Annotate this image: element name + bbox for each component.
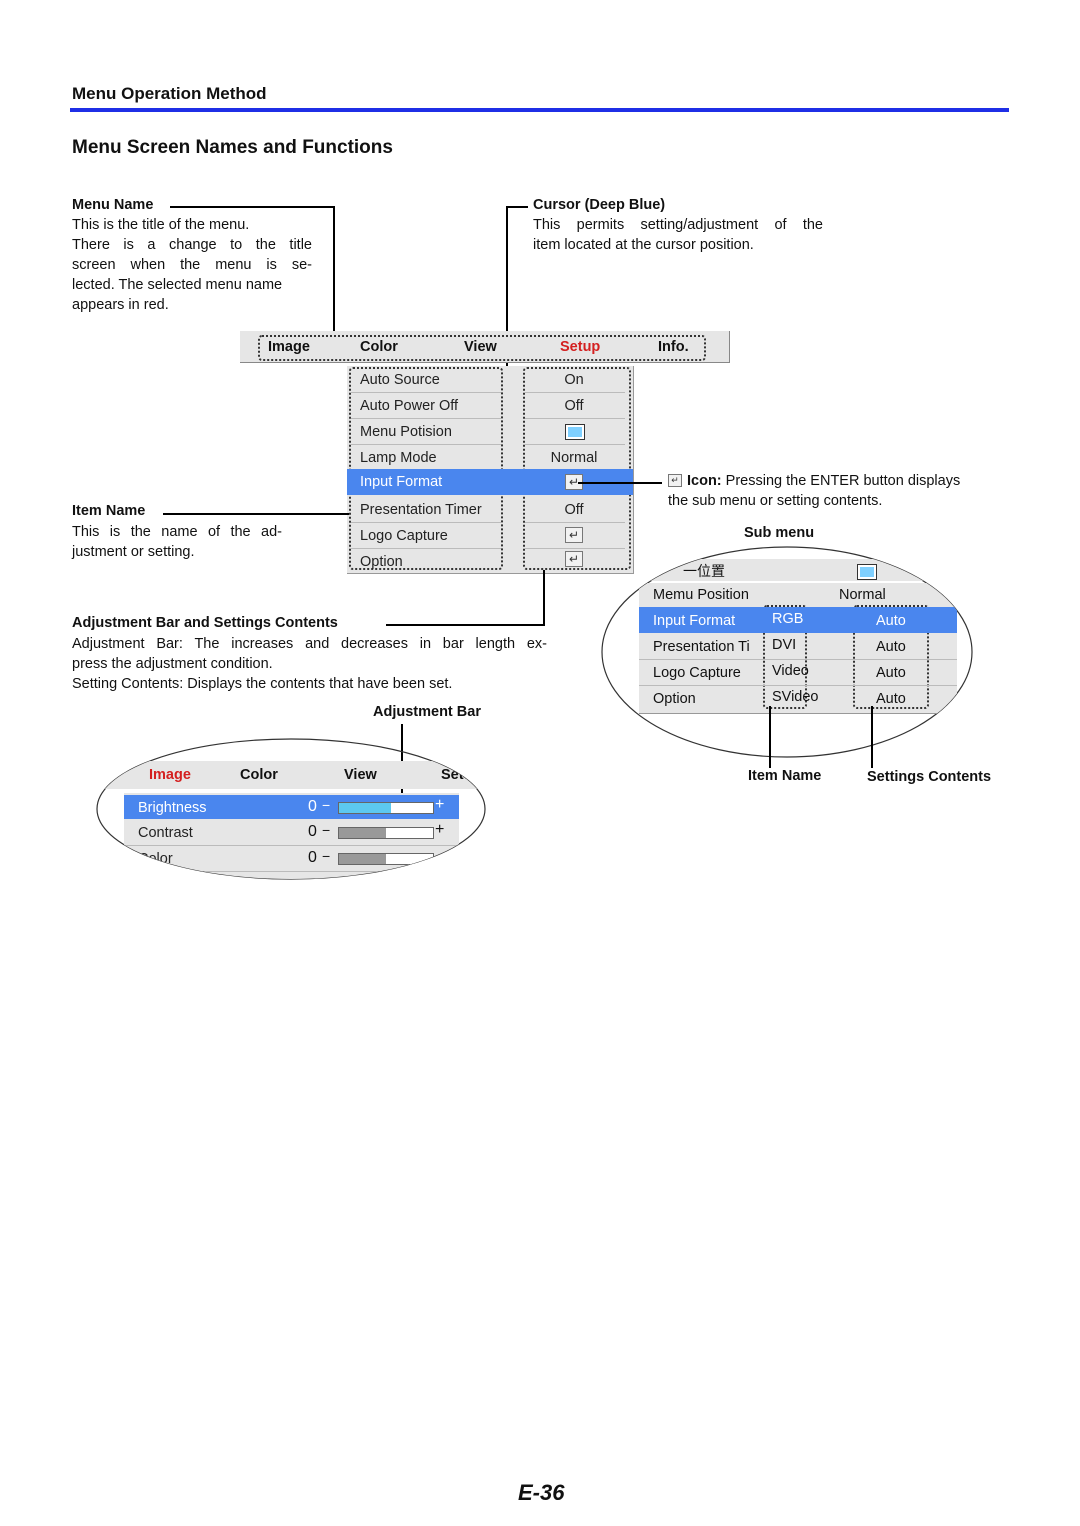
tab-image[interactable]: Image xyxy=(149,767,191,783)
tab-view[interactable]: View xyxy=(464,339,497,355)
cursor-leader xyxy=(506,206,528,208)
adjustment-label: Adjustment Bar and Settings Contents xyxy=(72,615,338,631)
brightness-value: 0 xyxy=(308,798,317,815)
brightness-label: Brightness xyxy=(138,800,207,816)
tab-view[interactable]: View xyxy=(344,767,377,783)
adjustment-zoom-ellipse: Image Color View Setu Brightness 0 − + C… xyxy=(96,738,486,880)
sub-row-value: Auto xyxy=(876,639,906,655)
sub-row-logo-capture[interactable]: Logo Capture Video Auto xyxy=(639,659,957,686)
adjustment-bar-label: Adjustment Bar xyxy=(373,704,481,720)
adjustment-leader xyxy=(386,624,545,626)
page-title: Menu Screen Names and Functions xyxy=(72,137,393,158)
menu-row-logo-capture[interactable]: Logo Capture↵ xyxy=(347,523,633,549)
tab-color[interactable]: Color xyxy=(240,767,278,783)
value-column-frame xyxy=(523,367,631,570)
sub-item-name-leader xyxy=(769,706,771,768)
contrast-row[interactable]: Contrast 0 − + xyxy=(124,821,459,846)
plus-icon[interactable]: + xyxy=(435,821,445,838)
zoom-ellipse-outline xyxy=(96,738,486,880)
sub-row-memu-position[interactable]: Memu Position Normal xyxy=(639,583,957,608)
menu-row-menu-position[interactable]: Menu Potision xyxy=(347,419,633,445)
sub-row-input-format[interactable]: Input Format RGB Auto xyxy=(639,607,957,633)
sub-menu-label: Sub menu xyxy=(744,525,815,541)
tab-color[interactable]: Color xyxy=(360,339,398,355)
section-header: Menu Operation Method xyxy=(72,84,267,103)
setting-column-frame xyxy=(763,605,807,709)
brightness-adjustment-bar[interactable] xyxy=(338,802,434,814)
sub-row-value: Normal xyxy=(839,587,886,603)
menu-row-option[interactable]: Option↵ xyxy=(347,549,633,575)
menu-name-leader xyxy=(170,206,335,208)
menu-name-description: This is the title of the menu. There is … xyxy=(72,217,312,313)
item-name-label: Item Name xyxy=(72,503,146,519)
icon-description: Icon: Pressing the ENTER button displays… xyxy=(668,473,961,509)
sub-row-value: Auto xyxy=(876,691,906,707)
tab-info[interactable]: Info. xyxy=(658,339,689,355)
sub-row-name: Input Format xyxy=(653,613,736,629)
cursor-description: This permits setting/adjustment of the i… xyxy=(533,217,823,253)
sub-row-setting: RGB xyxy=(772,611,804,627)
menu-position-icon xyxy=(565,424,585,440)
sub-menu: 一位置 Memu Position Normal Input Format RG… xyxy=(602,547,972,757)
header-rule xyxy=(70,108,1009,112)
sub-menu-title: 一位置 xyxy=(683,564,725,580)
minus-icon[interactable]: − xyxy=(322,797,331,813)
minus-icon[interactable]: − xyxy=(322,848,331,864)
sub-row-value: Auto xyxy=(876,665,906,681)
sub-settings-leader xyxy=(871,706,873,768)
item-column-frame xyxy=(349,367,503,570)
image-menu-bar: Image Color View Setu xyxy=(97,761,485,789)
cursor-label: Cursor (Deep Blue) xyxy=(533,197,666,213)
page-number: E-36 xyxy=(518,1480,565,1505)
value-column-frame xyxy=(853,605,929,709)
enter-icon: ↵ xyxy=(565,527,583,543)
sub-row-option[interactable]: Option SVideo Auto xyxy=(639,685,957,711)
main-menu-bar: Image Color View Setup Info. xyxy=(240,331,730,363)
image-menu: Image Color View Setu Brightness 0 − + C… xyxy=(97,739,485,879)
sub-row-presentation-timer[interactable]: Presentation Ti DVI Auto xyxy=(639,633,957,660)
tab-setup[interactable]: Setup xyxy=(560,339,601,355)
menu-name-leader-vertical xyxy=(333,206,335,336)
menu-position-icon xyxy=(857,564,877,580)
sub-row-name: Memu Position xyxy=(653,587,749,603)
tab-image[interactable]: Image xyxy=(268,339,310,355)
contrast-value: 0 xyxy=(308,823,317,840)
sub-menu-zoom-ellipse: 一位置 Memu Position Normal Input Format RG… xyxy=(601,545,973,759)
plus-icon[interactable]: + xyxy=(435,796,445,813)
minus-icon[interactable]: − xyxy=(322,822,331,838)
sub-menu-body: Memu Position Normal Input Format RGB Au… xyxy=(639,583,957,714)
sub-row-setting: DVI xyxy=(772,637,797,653)
sub-row-value: Auto xyxy=(876,613,906,629)
sub-menu-title-bar: 一位置 xyxy=(639,559,969,581)
item-name-leader xyxy=(163,513,349,515)
menu-bar-dotted-frame xyxy=(258,335,706,361)
color-value: 0 xyxy=(308,849,317,866)
sub-row-setting: SVideo xyxy=(772,689,819,705)
settings-contents-label: Settings Contents xyxy=(867,769,992,785)
sub-row-setting: Video xyxy=(772,663,809,679)
sub-row-name: Logo Capture xyxy=(653,665,741,681)
contrast-label: Contrast xyxy=(138,825,193,841)
contrast-adjustment-bar[interactable] xyxy=(338,827,434,839)
sub-menu-ellipse-outline xyxy=(601,546,973,758)
sub-row-name: Option xyxy=(653,691,696,707)
enter-icon: ↵ xyxy=(565,551,583,567)
brightness-row[interactable]: Brightness 0 − + xyxy=(124,795,459,819)
adjustment-leader-vertical xyxy=(543,570,545,626)
sub-item-name-label: Item Name xyxy=(748,768,822,784)
menu-name-label: Menu Name xyxy=(72,197,154,213)
adjustment-description: Adjustment Bar: The increases and decrea… xyxy=(72,636,547,692)
sub-row-name: Presentation Ti xyxy=(653,639,750,655)
icon-leader xyxy=(578,482,662,484)
enter-icon: ↵ xyxy=(668,474,682,487)
item-name-description: This is the name of the ad- justment or … xyxy=(72,524,282,560)
